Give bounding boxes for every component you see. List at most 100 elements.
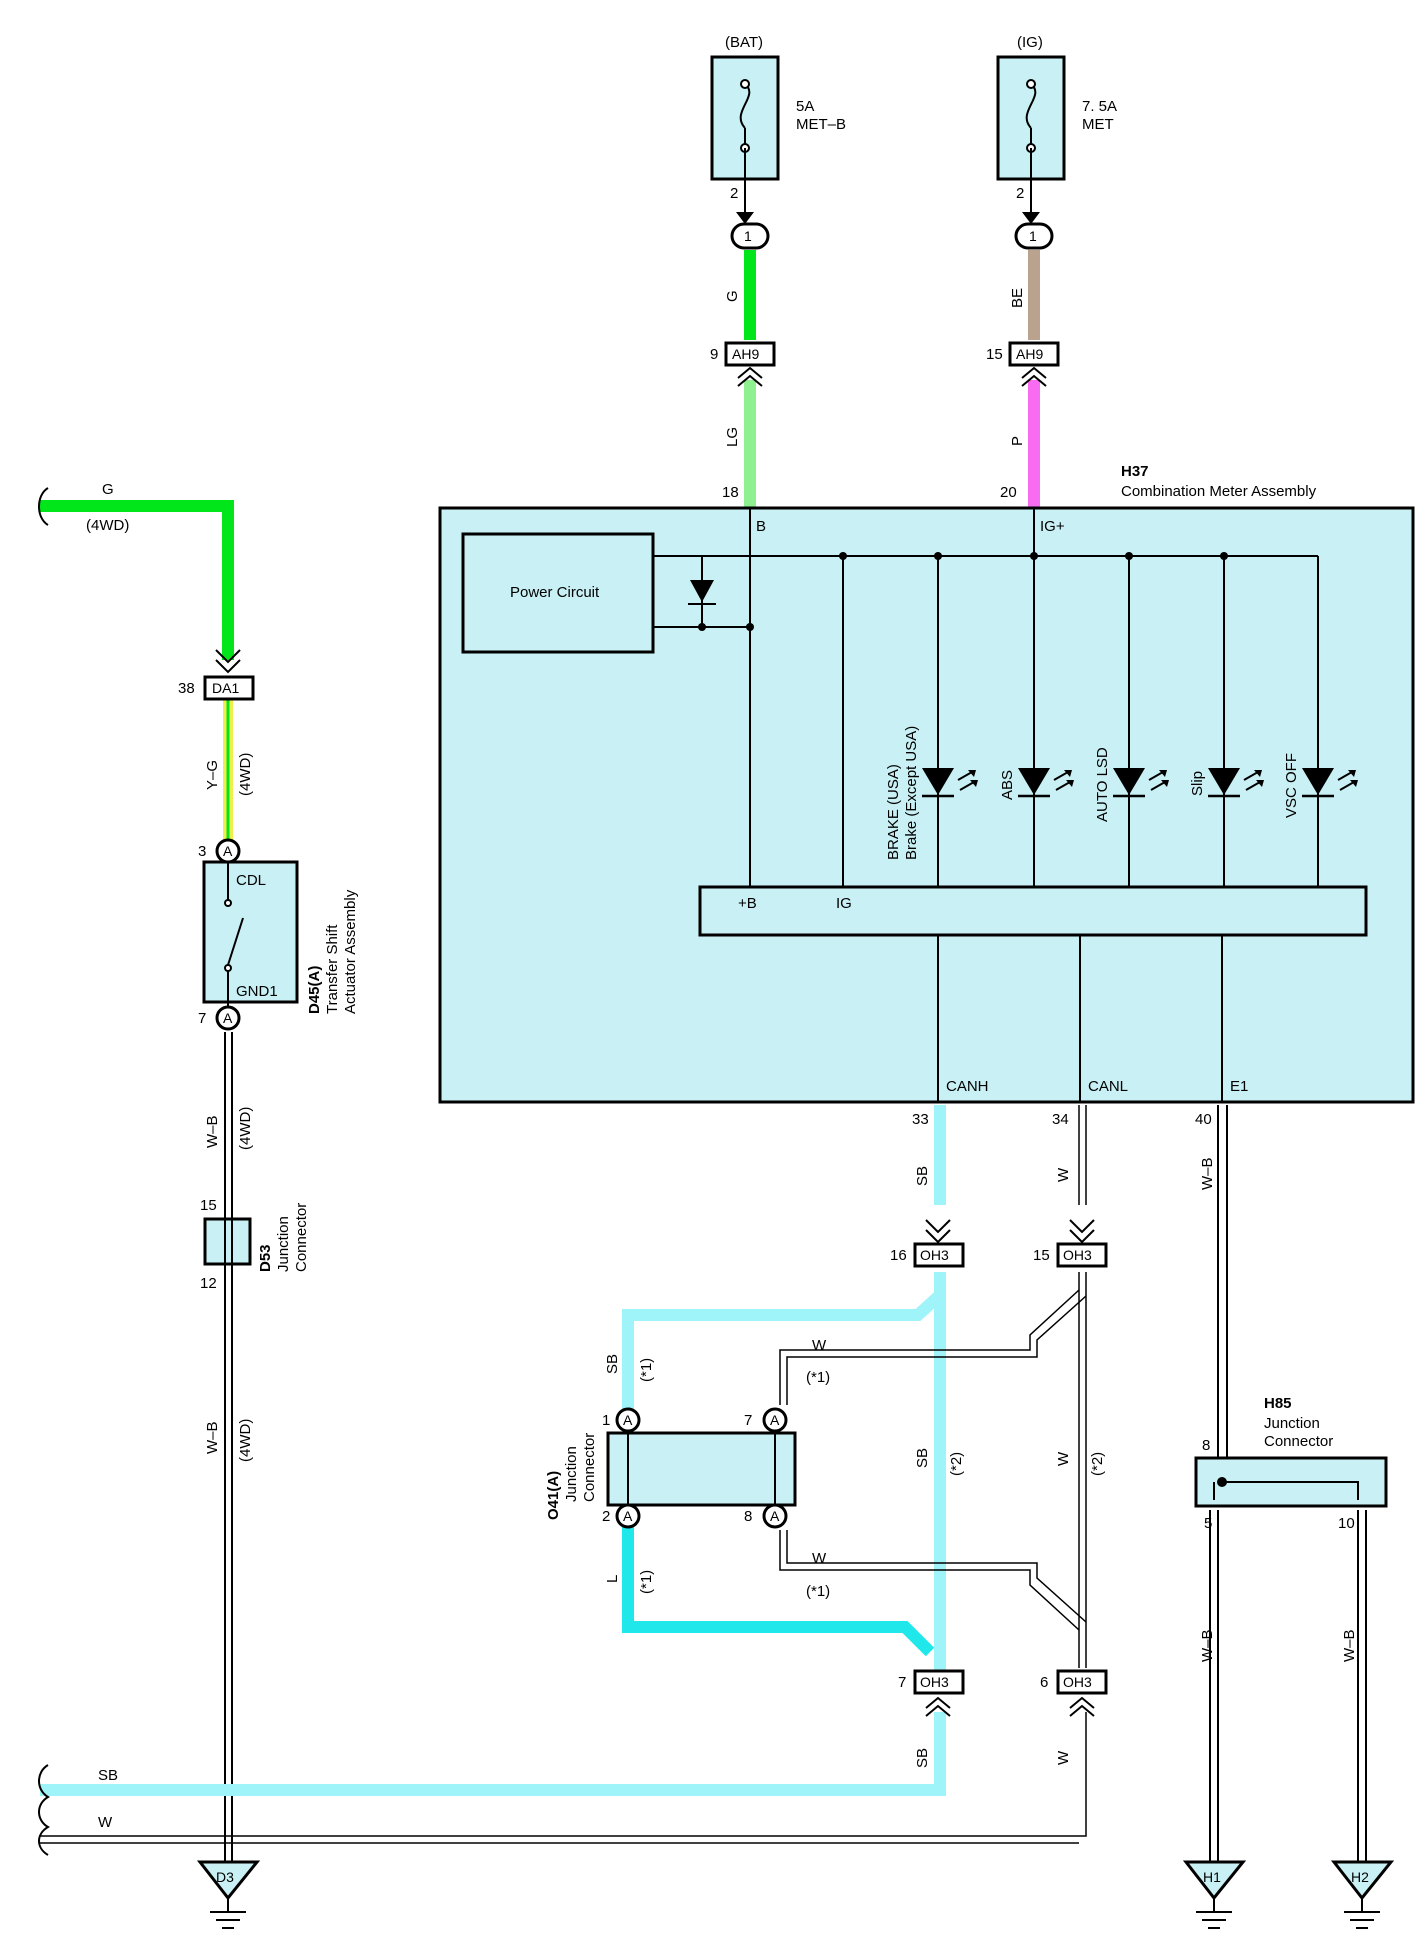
svg-text:1: 1 xyxy=(1029,228,1037,244)
label-star1: (*1) xyxy=(806,1583,830,1600)
fuse-met-source: (IG) xyxy=(1017,34,1043,51)
svg-text:H2: H2 xyxy=(1351,1869,1369,1885)
wire-break xyxy=(38,1764,50,1856)
label-w: W xyxy=(1055,1750,1072,1765)
svg-text:A: A xyxy=(223,1010,233,1026)
svg-text:12: 12 xyxy=(200,1275,217,1292)
fuse-met-b-rating: 5A xyxy=(796,98,814,115)
svg-text:OH3: OH3 xyxy=(920,1247,949,1263)
label-4wd: (4WD) xyxy=(237,753,254,796)
label-g: G xyxy=(724,290,741,302)
svg-text:7: 7 xyxy=(898,1674,906,1691)
svg-text:15: 15 xyxy=(1033,1247,1050,1264)
svg-text:AH9: AH9 xyxy=(1016,346,1043,362)
label-w-b: W–B xyxy=(1341,1629,1358,1662)
fuse-met-rating: 7. 5A xyxy=(1082,98,1117,115)
label-w: W xyxy=(98,1814,113,1831)
label-y-g: Y–G xyxy=(204,760,221,790)
lamp-abs: ABS xyxy=(999,552,1074,887)
wires xyxy=(40,148,1367,1865)
meter-id: H37 xyxy=(1121,463,1149,480)
connector-oh3-6: OH3 6 xyxy=(1040,1669,1108,1717)
svg-text:OH3: OH3 xyxy=(920,1674,949,1690)
lamp-slip: Slip xyxy=(1189,552,1264,887)
label-w: W xyxy=(812,1550,827,1567)
label-sb: SB xyxy=(604,1354,621,1374)
o41-line2: Connector xyxy=(581,1433,598,1502)
svg-text:H1: H1 xyxy=(1203,1869,1221,1885)
svg-text:33: 33 xyxy=(912,1111,929,1128)
terminal-canh: CANH xyxy=(946,1078,989,1095)
d45-id: D45(A) xyxy=(306,966,323,1014)
label-p: P xyxy=(1009,436,1026,446)
label-w-b: W–B xyxy=(204,1115,221,1148)
svg-text:1: 1 xyxy=(602,1412,610,1429)
svg-text:VSC OFF: VSC OFF xyxy=(1283,753,1300,818)
svg-text:8: 8 xyxy=(1202,1437,1210,1454)
svg-text:15: 15 xyxy=(200,1197,217,1214)
svg-text:D3: D3 xyxy=(216,1869,234,1885)
d45-line1: Transfer Shift xyxy=(324,924,341,1014)
d53-id: D53 xyxy=(257,1244,274,1272)
label-star1: (*1) xyxy=(638,1570,655,1594)
connector-da1: DA1 38 xyxy=(178,649,255,701)
label-g-left: G xyxy=(102,481,114,498)
h85-line1: Junction xyxy=(1264,1415,1320,1432)
h85-junction-connector: H85 Junction Connector 8 5 10 xyxy=(1194,1395,1388,1532)
label-star2: (*2) xyxy=(1089,1452,1106,1476)
h85-line2: Connector xyxy=(1264,1433,1333,1450)
label-4wd: (4WD) xyxy=(237,1419,254,1462)
connector-oh3-15: OH3 15 xyxy=(1033,1219,1108,1268)
terminal-e1: E1 xyxy=(1230,1078,1248,1095)
svg-text:9: 9 xyxy=(710,346,718,363)
power-circuit xyxy=(461,532,655,654)
o41-junction-connector: A A A A 1 7 2 8 O41(A) Junction Connecto… xyxy=(545,1407,797,1529)
label-w-b: W–B xyxy=(204,1421,221,1454)
wire-sb-bottom xyxy=(40,1712,946,1796)
label-w: W xyxy=(812,1337,827,1354)
o41-line1: Junction xyxy=(563,1446,580,1502)
power-circuit-label: Power Circuit xyxy=(510,584,600,601)
svg-text:16: 16 xyxy=(890,1247,907,1264)
fuse-met-b: (BAT) 5A MET–B 2 xyxy=(710,34,846,202)
label-w-b: W–B xyxy=(1199,1629,1216,1662)
fuse-met-name: MET xyxy=(1082,116,1114,133)
svg-text:40: 40 xyxy=(1195,1111,1212,1128)
wire-w-b-e1 xyxy=(1209,1105,1367,1865)
svg-text:7: 7 xyxy=(198,1010,206,1027)
h85-id: H85 xyxy=(1264,1395,1292,1412)
meter-name: Combination Meter Assembly xyxy=(1121,483,1317,500)
terminal-b: B xyxy=(756,518,766,535)
bus-ig: IG xyxy=(836,895,852,912)
wire-labels: G LG BE P G (4WD) Y–G (4WD) W–B (4WD) W–… xyxy=(86,288,1358,1831)
svg-text:BRAKE (USA): BRAKE (USA) xyxy=(885,764,902,860)
svg-text:3: 3 xyxy=(198,843,206,860)
fuse-met-b-name: MET–B xyxy=(796,116,846,133)
label-star1: (*1) xyxy=(638,1358,655,1382)
label-be: BE xyxy=(1009,288,1026,308)
meter-pin-ig: 20 xyxy=(1000,484,1017,501)
svg-text:ABS: ABS xyxy=(999,770,1016,800)
svg-text:A: A xyxy=(223,843,233,859)
label-w: W xyxy=(1055,1167,1072,1182)
terminal-ig: IG+ xyxy=(1040,518,1065,535)
meter-pin-b: 18 xyxy=(722,484,739,501)
wire-w-b-left xyxy=(224,1032,233,1865)
label-w-b: W–B xyxy=(1199,1157,1216,1190)
label-star2: (*2) xyxy=(948,1452,965,1476)
svg-text:Slip: Slip xyxy=(1189,771,1206,796)
connector-oh3-16: OH3 16 xyxy=(890,1219,965,1268)
d45-transfer-shift-actuator: A A 3 7 CDL GND1 D45(A) Transfer Shift A… xyxy=(198,838,359,1031)
wire-break xyxy=(38,487,49,526)
svg-text:A: A xyxy=(770,1412,780,1428)
lamp-vsc-off: VSC OFF xyxy=(1283,556,1358,887)
meter-bus-block xyxy=(698,885,1368,937)
d45-gnd1: GND1 xyxy=(236,983,278,1000)
svg-text:6: 6 xyxy=(1040,1674,1048,1691)
label-sb: SB xyxy=(98,1767,118,1784)
svg-text:1: 1 xyxy=(744,228,752,244)
fuse-met-b-source: (BAT) xyxy=(725,34,763,51)
svg-text:AH9: AH9 xyxy=(732,346,759,362)
d45-line2: Actuator Assembly xyxy=(342,889,359,1014)
